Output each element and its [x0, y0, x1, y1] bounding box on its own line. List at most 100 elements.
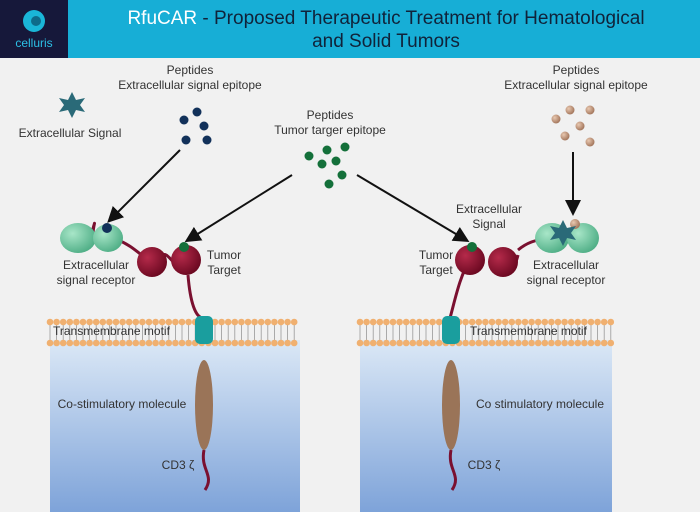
lipid-head	[363, 318, 370, 326]
lipid-head	[508, 318, 516, 326]
lipid-head	[290, 339, 298, 347]
lipid-head	[132, 339, 140, 347]
lipid-head	[356, 318, 364, 326]
peptides-left-title: Peptides	[167, 63, 214, 77]
lipid-head	[231, 339, 239, 347]
lipid-head	[462, 318, 469, 326]
lipid-head	[145, 339, 153, 347]
lipid-head	[383, 339, 390, 347]
lipid-head	[257, 318, 265, 326]
lipid-head	[534, 339, 542, 347]
lipid-head	[515, 339, 522, 347]
lipid-head	[356, 339, 364, 347]
extracellular-signal-star-icon	[59, 92, 85, 118]
lipid-head	[86, 339, 93, 347]
lipid-head	[277, 318, 285, 326]
lipid-head	[125, 339, 133, 347]
signal-epitope-peptide	[202, 135, 212, 145]
lipid-head	[521, 339, 529, 347]
signal-epitope-peptide-brown	[560, 131, 570, 141]
lipid-head	[271, 318, 278, 326]
arrow-tumor-epitope-right	[356, 174, 470, 243]
lipid-head	[548, 339, 555, 347]
lipid-head	[238, 339, 245, 347]
lipid-head	[73, 339, 80, 347]
lipid-head	[165, 318, 173, 326]
lipid-head	[46, 318, 54, 326]
lipid-head	[185, 318, 192, 326]
lipid-head	[548, 318, 555, 326]
tumor-epitope-peptide	[304, 151, 314, 161]
lipid-head	[369, 318, 377, 326]
lipid-head	[79, 318, 87, 326]
peptides-mid-subtitle: Tumor targer epitope	[274, 123, 386, 137]
lipid-head	[581, 318, 588, 326]
right-signal-label-2: Signal	[472, 217, 505, 231]
lipid-head	[139, 318, 146, 326]
signal-epitope-peptide	[199, 121, 209, 131]
lipid-head	[257, 339, 265, 347]
lipid-head	[86, 318, 93, 326]
title-rest: - Proposed Therapeutic Treatment for Hem…	[197, 8, 644, 29]
lipid-head	[284, 318, 291, 326]
lipid-head	[53, 339, 60, 347]
lipid-head	[402, 339, 410, 347]
lipid-head	[264, 339, 272, 347]
left-cell-interior	[50, 340, 300, 512]
lipid-head	[475, 318, 483, 326]
lipid-head	[106, 339, 113, 347]
lipid-head	[152, 318, 159, 326]
signal-epitope-peptide-brown	[585, 105, 595, 115]
peptides-right-subtitle: Extracellular signal epitope	[504, 78, 648, 92]
tumor-epitope-peptide	[317, 159, 327, 169]
lipid-head	[435, 339, 443, 347]
lipid-head	[389, 318, 397, 326]
left-costim-label: Co-stimulatory molecule	[58, 397, 187, 411]
lipid-head	[185, 339, 192, 347]
lipid-head	[79, 339, 87, 347]
right-cell-interior	[360, 340, 612, 512]
lipid-head	[139, 339, 146, 347]
lipid-head	[515, 318, 522, 326]
lipid-head	[468, 318, 476, 326]
lipid-head	[389, 339, 397, 347]
lipid-head	[528, 339, 535, 347]
lipid-head	[416, 339, 423, 347]
peptides-mid-title: Peptides	[307, 108, 354, 122]
lipid-head	[376, 339, 384, 347]
left-tumor-label-2: Target	[207, 263, 241, 277]
signal-epitope-peptide	[181, 135, 191, 145]
lipid-head	[554, 318, 562, 326]
lipid-head	[561, 339, 568, 347]
lipid-head	[224, 318, 232, 326]
lipid-head	[46, 339, 54, 347]
lipid-head	[152, 339, 159, 347]
tumor-epitope-peptide	[337, 170, 347, 180]
lipid-head	[429, 318, 436, 326]
lipid-head	[495, 339, 502, 347]
lipid-head	[66, 339, 74, 347]
lipid-head	[594, 318, 601, 326]
signal-epitope-peptide-brown	[575, 121, 585, 131]
right-receptor-label-1: Extracellular	[533, 258, 599, 272]
lipid-head	[409, 339, 417, 347]
signal-epitope-peptide-brown	[585, 137, 595, 147]
lipid-head	[172, 318, 179, 326]
right-receptor-label-2: signal receptor	[527, 273, 606, 287]
lipid-head	[482, 318, 489, 326]
lipid-head	[158, 318, 166, 326]
lipid-head	[574, 318, 582, 326]
lipid-head	[554, 339, 562, 347]
lipid-head	[132, 318, 140, 326]
logo-text: celluris	[15, 36, 52, 50]
lipid-head	[567, 318, 575, 326]
lipid-head	[528, 318, 535, 326]
lipid-head	[271, 339, 278, 347]
lipid-head	[501, 339, 509, 347]
lipid-head	[607, 318, 615, 326]
lipid-head	[363, 339, 370, 347]
page-title-line1: RfuCAR - Proposed Therapeutic Treatment …	[127, 8, 644, 29]
lipid-head	[416, 318, 423, 326]
lipid-head	[501, 318, 509, 326]
lipid-head	[112, 318, 120, 326]
